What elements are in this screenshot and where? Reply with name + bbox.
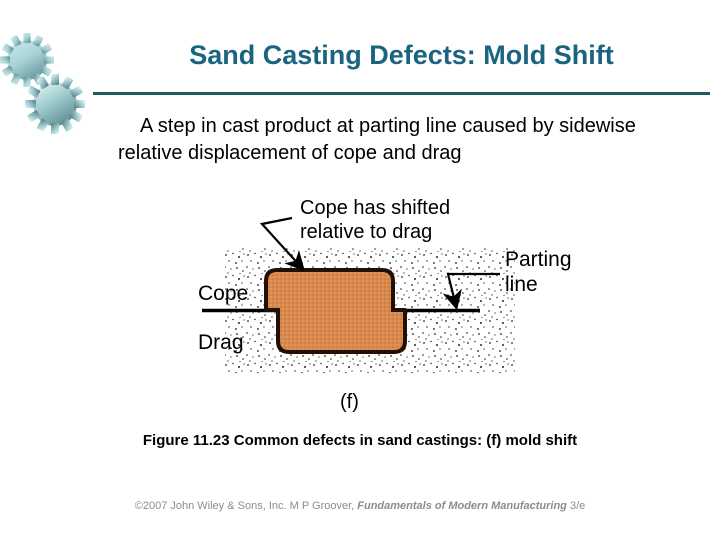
callout-cope-shifted-line2: relative to drag: [300, 221, 432, 243]
gear-icon-lower: [25, 74, 85, 134]
callout-parting-line: Parting line: [442, 248, 572, 311]
gear-icon-upper: [0, 33, 54, 87]
label-cope: Cope: [198, 282, 248, 305]
footer-edition: 3/e: [566, 500, 586, 512]
panel-label: (f): [340, 391, 359, 413]
page-title: Sand Casting Defects: Mold Shift: [189, 40, 614, 70]
title-divider: [93, 92, 710, 95]
label-drag: Drag: [198, 331, 244, 354]
callout-cope-shifted-line1: Cope has shifted: [300, 197, 450, 219]
callout-parting-line2: line: [505, 273, 538, 296]
figure-caption: Figure 11.23 Common defects in sand cast…: [142, 432, 578, 449]
gear-icon: [0, 33, 85, 134]
figure-diagram: Cope has shifted relative to drag Partin…: [180, 186, 600, 416]
casting-cross-section: [264, 268, 407, 354]
footer-copyright-text: ©2007 John Wiley & Sons, Inc. M P Groove…: [134, 500, 358, 512]
mold-shift-illustration: Cope has shifted relative to drag Partin…: [198, 197, 572, 413]
footer-copyright: ©2007 John Wiley & Sons, Inc. M P Groove…: [0, 500, 720, 512]
footer-book-title: Fundamentals of Modern Manufacturing: [357, 500, 567, 512]
body-text: A step in cast product at parting line c…: [118, 115, 636, 164]
gear-decoration: [0, 12, 96, 140]
callout-cope-shifted: Cope has shifted relative to drag: [259, 197, 450, 272]
callout-parting-line1: Parting: [505, 248, 572, 271]
